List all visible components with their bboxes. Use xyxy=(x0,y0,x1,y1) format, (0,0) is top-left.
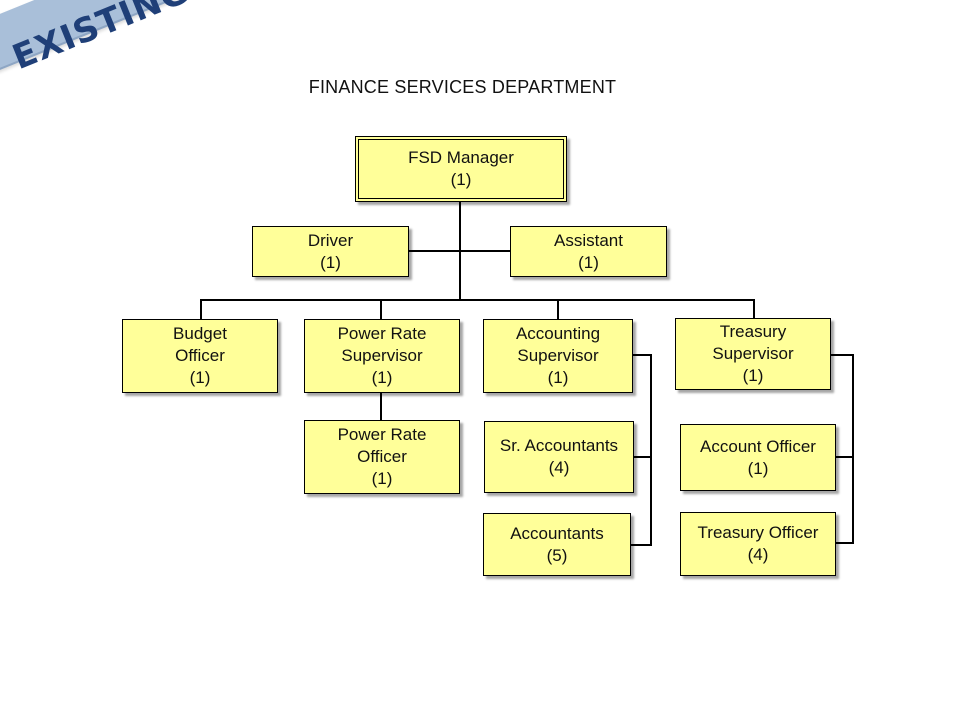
node-count: (4) xyxy=(747,545,769,564)
node-power-rate-supervisor: Power Rate Supervisor (1) xyxy=(304,319,460,393)
node-accountants: Accountants (5) xyxy=(483,513,631,576)
node-count: (1) xyxy=(371,469,393,488)
connector xyxy=(632,354,652,356)
node-title: FSD Manager xyxy=(408,148,514,167)
node-budget-officer: Budget Officer (1) xyxy=(122,319,278,393)
node-title: Sr. Accountants xyxy=(499,436,619,455)
node-count: (1) xyxy=(742,366,764,385)
node-fsd-manager: FSD Manager (1) xyxy=(355,136,567,202)
connector xyxy=(380,392,382,421)
connector xyxy=(380,299,382,320)
node-title: Budget xyxy=(173,324,227,343)
node-title: Supervisor xyxy=(341,346,423,365)
node-title: Treasury Officer xyxy=(697,523,819,542)
node-assistant: Assistant (1) xyxy=(510,226,667,277)
node-count: (5) xyxy=(546,545,568,565)
node-count: (1) xyxy=(578,252,599,272)
connector xyxy=(557,299,559,320)
node-accounting-supervisor: Accounting Supervisor (1) xyxy=(483,319,633,393)
node-count: (1) xyxy=(189,368,211,387)
connector xyxy=(650,354,652,546)
node-title: Assistant xyxy=(554,230,623,250)
node-title: Officer xyxy=(175,346,225,365)
connector xyxy=(200,299,755,301)
node-count: (1) xyxy=(450,170,472,189)
connector xyxy=(852,354,854,544)
node-title: Officer xyxy=(357,447,407,466)
node-treasury-supervisor: Treasury Supervisor (1) xyxy=(675,318,831,390)
node-sr-accountants: Sr. Accountants (4) xyxy=(484,421,634,493)
node-title: Power Rate xyxy=(337,425,427,444)
node-title: Driver xyxy=(307,230,354,250)
connector xyxy=(408,250,511,252)
node-title: Accounting xyxy=(515,324,601,343)
node-count: (1) xyxy=(320,252,341,272)
node-power-rate-officer: Power Rate Officer (1) xyxy=(304,420,460,494)
chart-title: FINANCE SERVICES DEPARTMENT xyxy=(308,77,617,97)
node-title: Power Rate xyxy=(337,324,427,343)
node-count: (1) xyxy=(547,368,569,387)
node-treasury-officer: Treasury Officer (4) xyxy=(680,512,836,576)
node-driver: Driver (1) xyxy=(252,226,409,277)
connector xyxy=(630,544,652,546)
node-title: Supervisor xyxy=(712,344,794,363)
node-title: Account Officer xyxy=(700,436,816,456)
node-count: (1) xyxy=(747,458,769,478)
connector xyxy=(753,299,755,319)
node-title: Treasury xyxy=(719,322,787,341)
connector xyxy=(835,456,854,458)
node-title: Supervisor xyxy=(517,346,599,365)
node-account-officer: Account Officer (1) xyxy=(680,424,836,491)
connector xyxy=(200,299,202,320)
connector xyxy=(835,542,854,544)
connector xyxy=(830,354,854,356)
node-count: (1) xyxy=(371,368,393,387)
node-title: Accountants xyxy=(510,523,604,543)
connector xyxy=(633,456,652,458)
node-count: (4) xyxy=(548,458,570,477)
